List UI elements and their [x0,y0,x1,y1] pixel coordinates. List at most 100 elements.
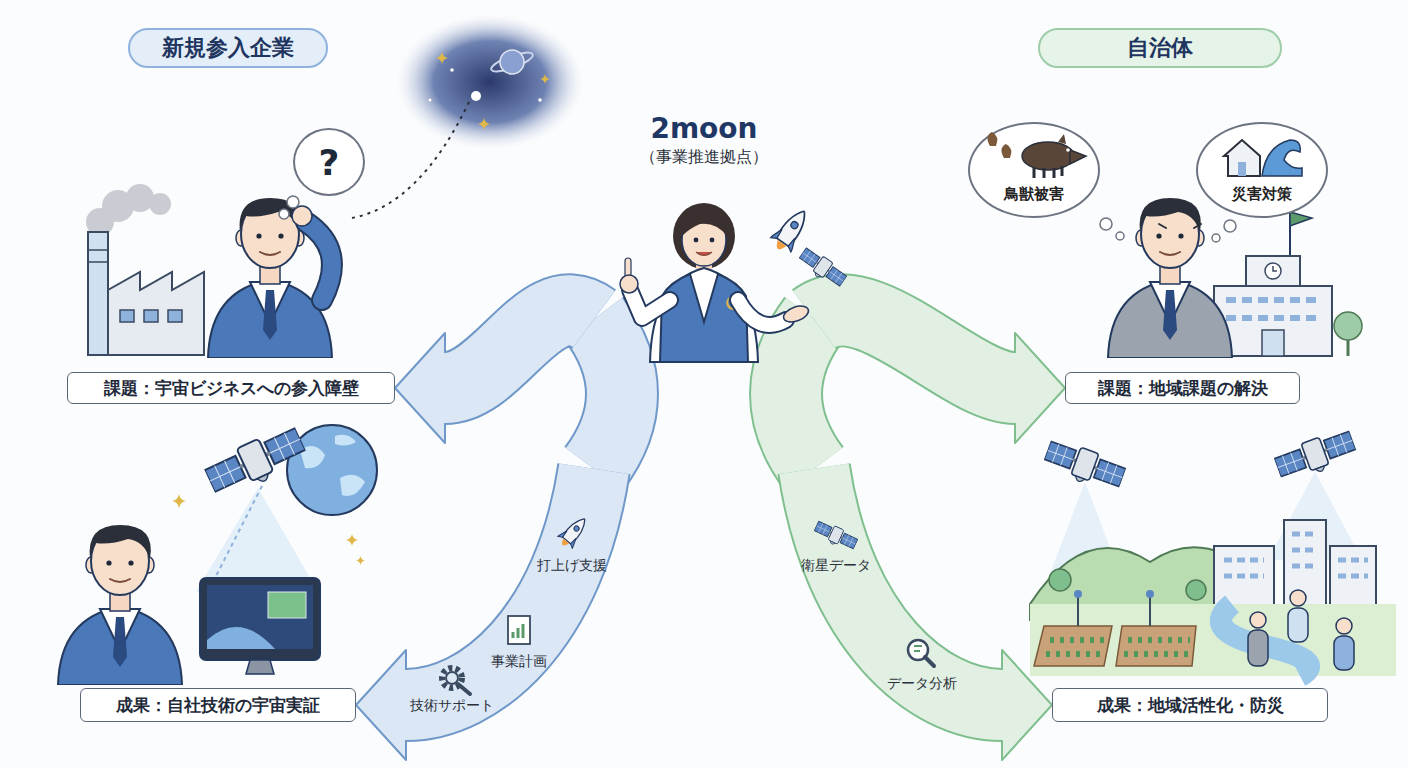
municipal-officer-part [1265,263,1281,279]
successful-entrant-part [202,423,310,502]
flow-arrow [395,310,594,443]
node-text: 成果：自社技術の宇宙実証 [116,694,320,717]
node-text: 成果：地域活性化・防災 [1097,694,1284,717]
hub-presenter [620,203,849,362]
regional-landscape-part [1224,534,1368,576]
municipal-officer-part [1262,330,1284,356]
outcome-box: 成果：自社技術の宇宙実証 [80,688,356,722]
service-label: データ分析 [887,675,957,693]
municipal-officer-part [1108,198,1232,358]
successful-entrant-part [214,486,262,580]
node-text: 課題：宇宙ビジネスへの参入障壁 [104,377,359,400]
municipal-officer-part [1159,224,1201,228]
hub-presenter-part [738,300,786,325]
hub-presenter-part [650,268,758,362]
service-icons-part [555,512,592,551]
hub-presenter-part [694,238,699,243]
bubble-icons-part [1262,140,1302,176]
flow-arrow [814,469,1052,760]
issue-box: 課題：宇宙ビジネスへの参入障壁 [67,372,395,404]
municipal-officer-part [1246,256,1300,286]
hub-presenter-part [781,303,810,325]
bubble-icons-part [1238,162,1246,176]
space-scene-part [538,98,542,102]
municipal-officer-part [1212,234,1220,242]
regional-landscape-part [1034,626,1112,666]
outcome-box: 成果：地域活性化・防災 [1052,688,1328,722]
space-scene-part [540,74,550,84]
service-icons-part [914,646,922,651]
hub-presenter-part [660,274,748,362]
arrow-band [814,310,1021,388]
factory-part [120,310,134,322]
hub-presenter-part [726,296,738,310]
worried-entrant-part [287,196,299,208]
regional-landscape-part [1030,604,1396,676]
service-icons-part [812,519,859,553]
successful-entrant-part [172,494,186,508]
bubble-icons [987,132,1302,178]
bubble-icons-part [1070,150,1086,164]
municipal-officer [1100,198,1362,358]
arrow-head [356,650,406,760]
service-icons-part [513,624,523,638]
bubble-icons-part [1058,134,1066,144]
arrow-head [395,333,445,443]
factory-part [88,232,108,355]
space-scene-part [436,52,448,64]
hub-node: 2moon（事業推進拠点） [594,108,814,548]
thought-bubble: 鳥獣被害 [968,122,1100,218]
bubble-icons-part [1224,140,1260,176]
regional-landscape-part [1186,580,1206,600]
service-icons [442,512,934,694]
municipal-officer-part [1116,232,1124,240]
node-text: ? [319,142,340,183]
regional-landscape-part [1288,608,1308,642]
band-joint [594,319,814,469]
bubble-icons-part [1022,142,1074,170]
hub-presenter-part [696,256,712,272]
regional-landscape-part [1078,596,1150,626]
municipal-officer-part [1273,266,1277,271]
hub-presenter-part [696,252,712,256]
factory [86,184,204,355]
band-joint-part [594,319,622,469]
regional-landscape-part [1146,590,1154,598]
service-label: 事業計画 [491,653,547,671]
regional-landscape-part [1250,612,1266,628]
service-icons-part [508,616,530,644]
municipal-officer-part [1224,220,1236,232]
space-scene-part [489,49,534,75]
node-text: 災害対策 [1232,185,1292,204]
bubble-icons-part [987,132,1011,158]
node-subtitle: （事業推進拠点） [640,146,768,168]
successful-entrant-part [207,627,275,649]
band-joint-part [786,319,814,469]
successful-entrant-part [287,425,377,515]
service-icons-part [908,640,928,660]
node-text: 鳥獣被害 [1004,185,1064,204]
regional-landscape-part [1074,590,1082,598]
municipal-officer-part [1226,300,1320,318]
hub-presenter-part [625,258,631,280]
service-icons-part [442,668,462,688]
hub-presenter-part [710,238,715,243]
regional-landscape [1030,427,1396,676]
service-label: 衛星データ [801,557,871,575]
worried-entrant-part [208,198,332,358]
worried-entrant-part [292,206,312,226]
regional-landscape-part [1221,604,1309,676]
successful-entrant-part [200,578,320,660]
factory-part [149,193,171,215]
regional-landscape-part [1248,630,1268,666]
municipal-officer-part [1334,312,1362,340]
hub-presenter-part [682,214,726,266]
factory-part [144,310,158,322]
hub-presenter-part [620,275,638,293]
band-joint-part [786,319,814,469]
service-icons-part [446,672,458,684]
